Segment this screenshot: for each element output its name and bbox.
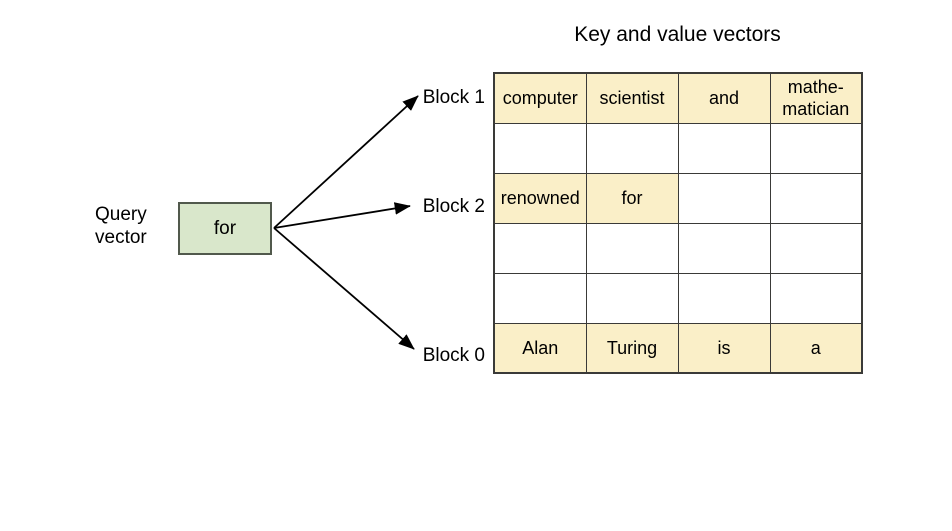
table-cell-text: computer <box>502 88 578 109</box>
table-cell-text: renowned <box>500 188 580 208</box>
key-value-vectors-table: computer scientist and mathe-matician renown… <box>493 72 863 374</box>
table-cell-token: renowned <box>493 172 587 224</box>
table-row: Alan Turing is a <box>493 322 863 374</box>
table-cell-text: matician <box>782 99 850 120</box>
table-cell-text: a <box>810 337 821 358</box>
table-row <box>493 222 863 274</box>
table-cell-empty <box>769 122 863 174</box>
table-cell-text: mathe- <box>787 77 844 98</box>
table-row <box>493 272 863 324</box>
query-vector-box[interactable]: for <box>178 202 272 255</box>
arrow-to-block-0 <box>273 227 415 350</box>
table-cell-empty <box>585 122 679 174</box>
block-label-1: Block 1 <box>422 87 485 108</box>
table-cell-empty <box>493 272 587 324</box>
table-cell-token: Alan <box>493 322 587 374</box>
table-cell-empty <box>493 222 587 274</box>
table-cell-empty <box>677 272 771 324</box>
table-row: renowned for <box>493 172 863 224</box>
query-vector-label-line1: Query <box>95 204 147 225</box>
table-cell-text: Alan <box>522 337 559 358</box>
query-vector-token: for <box>213 217 237 239</box>
query-vector-label: Query vector <box>95 203 171 249</box>
table-cell-token: a <box>769 322 863 374</box>
table-cell-token: scientist <box>585 72 679 124</box>
table-cell-empty <box>585 222 679 274</box>
table-cell-text: is <box>717 337 731 358</box>
table-row: computer scientist and mathe-matician <box>493 72 863 124</box>
query-vector-label-line2: vector <box>95 227 147 248</box>
table-cell-empty <box>677 172 771 224</box>
block-label-0: Block 0 <box>422 345 485 366</box>
table-cell-text: for <box>621 188 643 208</box>
table-cell-token: for <box>585 172 679 224</box>
table-cell-token: computer <box>493 72 587 124</box>
table-cell-token: Turing <box>585 322 679 374</box>
table-cell-empty <box>769 222 863 274</box>
table-cell-empty <box>769 172 863 224</box>
table-cell-token: mathe-matician <box>769 72 863 124</box>
table-row <box>493 122 863 174</box>
page-title: Key and value vectors <box>574 23 781 46</box>
arrow-to-block-2 <box>273 202 411 229</box>
table-cell-text: Turing <box>606 337 658 358</box>
table-cell-empty <box>493 122 587 174</box>
table-cell-empty <box>585 272 679 324</box>
table-cell-empty <box>677 122 771 174</box>
table-cell-token: and <box>677 72 771 124</box>
table-cell-token: is <box>677 322 771 374</box>
table-cell-text: scientist <box>599 88 665 109</box>
table-cell-empty <box>677 222 771 274</box>
table-cell-text: and <box>708 88 740 109</box>
table-cell-empty <box>769 272 863 324</box>
block-label-2: Block 2 <box>422 196 485 217</box>
